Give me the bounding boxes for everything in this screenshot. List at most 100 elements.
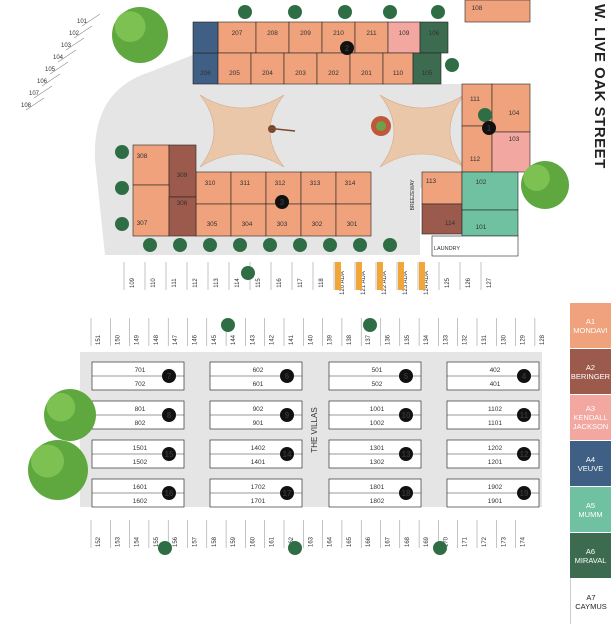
villa-unit-1402: 1402	[251, 445, 266, 452]
parking-space-163: 163	[308, 536, 314, 547]
unit-label-306: 306	[177, 200, 188, 207]
villa-number-14: 14	[283, 450, 292, 459]
villa-unit-801: 801	[135, 406, 146, 413]
parking-line-101	[81, 13, 101, 27]
unit-308	[132, 144, 170, 186]
parking-space-140: 140	[308, 334, 314, 345]
legend-code: A2	[585, 362, 596, 372]
unit-label-207: 207	[232, 30, 243, 37]
parking-line-104	[57, 49, 77, 63]
unit-202	[316, 52, 351, 85]
parking-space-169: 169	[424, 536, 430, 547]
parking-space-106: 106	[37, 79, 48, 85]
shrub-parking-f	[433, 541, 447, 555]
pavilion-canopy-west	[199, 94, 285, 168]
laundry-room	[431, 235, 519, 257]
unit-label-104: 104	[509, 110, 520, 117]
ada-stripe-123-ADA	[398, 262, 404, 290]
villa-number-4: 4	[522, 372, 527, 381]
legend-code: A5	[585, 500, 596, 510]
shrub-top-4	[431, 5, 445, 19]
parking-space-148: 148	[154, 334, 160, 345]
shrub-east-1	[478, 108, 492, 122]
parking-space-142: 142	[270, 334, 276, 345]
parking-space-122-ADA: 122 ADA	[382, 271, 388, 295]
parking-space-143: 143	[250, 334, 256, 345]
shrub-west-0	[115, 145, 129, 159]
villa-unit-1202: 1202	[488, 445, 503, 452]
shrub-parking-e	[288, 541, 302, 555]
unit-206	[192, 52, 219, 85]
parking-space-103: 103	[61, 43, 72, 49]
unit-label-310: 310	[205, 180, 216, 187]
parking-space-124-ADA: 124 ADA	[424, 271, 430, 295]
villa-unit-1501: 1501	[133, 445, 148, 452]
unit-label-201: 201	[361, 70, 372, 77]
villa-number-7-circle	[162, 369, 176, 383]
parking-space-134: 134	[424, 334, 430, 345]
unit-label-303: 303	[277, 221, 288, 228]
villa-number-19-circle	[517, 486, 531, 500]
unit-304	[230, 203, 267, 237]
unit-314	[335, 171, 372, 205]
parking-space-102: 102	[69, 31, 80, 37]
unit-label-307: 307	[137, 220, 148, 227]
parking-space-109: 109	[130, 277, 136, 288]
unit-113	[421, 171, 463, 205]
legend-code: A1	[585, 316, 596, 326]
unit-label-109: 109	[399, 30, 410, 37]
unit-label-209: 209	[300, 30, 311, 37]
shrub-south-4	[263, 238, 277, 252]
parking-space-168: 168	[405, 536, 411, 547]
unit-302	[300, 203, 337, 237]
villa-number-12: 12	[520, 450, 529, 459]
villa-number-15: 15	[165, 450, 174, 459]
parking-space-153: 153	[115, 536, 121, 547]
villa-number-10-circle	[399, 408, 413, 422]
breezeway-label: BREEZEWAY	[410, 179, 416, 211]
parking-space-113: 113	[214, 278, 220, 288]
parking-space-114: 114	[235, 278, 241, 288]
villa-unit-1902: 1902	[488, 484, 503, 491]
shrub-south-6	[323, 238, 337, 252]
unit-label-211: 211	[366, 30, 377, 37]
shrub-parking-b	[221, 318, 235, 332]
parking-space-151: 151	[96, 334, 102, 345]
unit-label-110: 110	[393, 70, 404, 77]
legend-code: A4	[585, 454, 596, 464]
unit-label-308: 308	[137, 153, 148, 160]
parking-space-117: 117	[298, 278, 304, 288]
villa-number-18-circle	[399, 486, 413, 500]
tree-east-highlight	[523, 164, 550, 191]
parking-space-121-ADA: 121 ADA	[361, 271, 367, 295]
unit-206-upper	[192, 21, 219, 54]
parking-space-108: 108	[21, 103, 32, 109]
villa-number-5-circle	[399, 369, 413, 383]
villa-unit-401: 401	[490, 381, 501, 388]
villa-number-11-circle	[517, 408, 531, 422]
building-number-1-circle	[482, 121, 496, 135]
ada-stripe-121-ADA	[356, 262, 362, 290]
parking-space-149: 149	[135, 334, 141, 345]
shrub-parking-a	[241, 266, 255, 280]
villa-unit-701: 701	[135, 367, 146, 374]
unit-label-111: 111	[470, 96, 480, 103]
parking-space-125: 125	[445, 277, 451, 288]
villa-number-5: 5	[404, 372, 409, 381]
parking-space-120-ADA: 120 ADA	[340, 271, 346, 295]
parking-space-154: 154	[135, 536, 141, 547]
villa-number-9-circle	[280, 408, 294, 422]
building-number-3-circle	[275, 195, 289, 209]
shrub-west-1	[115, 181, 129, 195]
shrub-south-0	[143, 238, 157, 252]
parking-space-126: 126	[466, 277, 472, 288]
unit-105	[412, 52, 442, 85]
villa-unit-1201: 1201	[488, 459, 503, 466]
unit-label-305: 305	[207, 221, 218, 228]
unit-203	[283, 52, 318, 85]
parking-space-110: 110	[151, 278, 157, 288]
legend-name: VEUVE	[577, 463, 604, 473]
